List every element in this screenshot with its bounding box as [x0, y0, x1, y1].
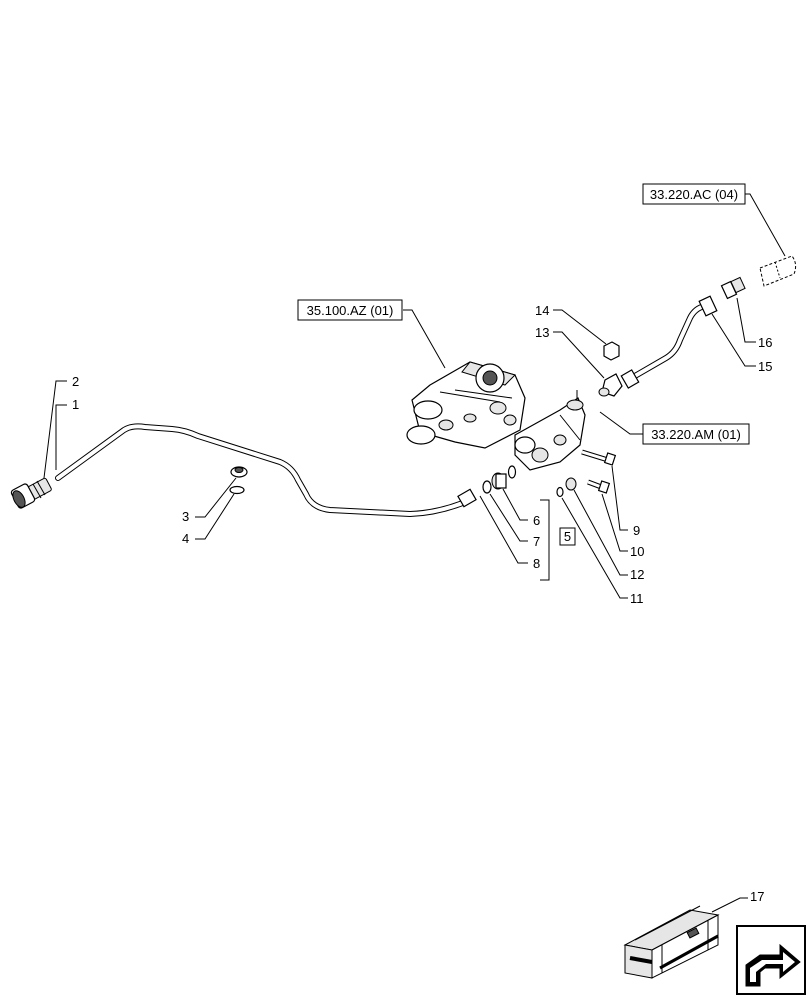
ref-box-33-220-ac[interactable]: 33.220.AC (04)	[642, 183, 746, 205]
callout-14: 14	[535, 303, 549, 318]
adapter-part-16	[720, 276, 746, 300]
seal-part-7	[482, 480, 492, 494]
callout-numbers: 2 1 3 4 6 7 8 9 10 12 11 13 14 15 16 17	[72, 303, 772, 904]
kit-box-icon	[623, 905, 720, 979]
small-pipe	[620, 303, 708, 389]
quick-coupler	[10, 477, 52, 509]
nut-part-3	[230, 466, 248, 478]
callout-4: 4	[182, 531, 189, 546]
callout-16: 16	[758, 335, 772, 350]
plug-part-12	[565, 477, 577, 491]
oring-part-11	[556, 486, 564, 498]
valve-section	[514, 390, 586, 471]
next-page-arrow-icon[interactable]	[736, 925, 806, 995]
callout-7: 7	[533, 534, 540, 549]
leader-lines	[43, 193, 786, 913]
callout-13: 13	[535, 325, 549, 340]
callout-8: 8	[533, 556, 540, 571]
callout-1: 1	[72, 397, 79, 412]
control-valve-block	[406, 361, 526, 449]
callout-5-box: 5	[559, 527, 576, 546]
callout-12: 12	[630, 567, 644, 582]
callout-2: 2	[72, 374, 79, 389]
elbow-fitting-part-13	[598, 373, 623, 397]
ref-33-220-am-text: 33.220.AM (01)	[651, 427, 741, 442]
ref-box-33-220-am[interactable]: 33.220.AM (01)	[642, 423, 750, 445]
screw-part-10	[587, 479, 611, 494]
hydraulic-pipe	[55, 423, 473, 518]
callout-3: 3	[182, 509, 189, 524]
ref-35-100-az-text: 35.100.AZ (01)	[307, 303, 394, 318]
oring-part-4	[229, 485, 245, 495]
callout-10: 10	[630, 544, 644, 559]
callout-9: 9	[633, 523, 640, 538]
ref-box-35-100-az[interactable]: 35.100.AZ (01)	[297, 299, 403, 321]
screw-part-9	[581, 449, 617, 466]
callout-5: 5	[564, 529, 571, 544]
callout-11: 11	[630, 591, 644, 606]
adapter-part-6	[491, 472, 507, 490]
callout-17: 17	[750, 889, 764, 904]
nut-part-15	[698, 295, 718, 317]
pipe-end-fitting	[457, 488, 477, 508]
ref-33-220-ac-text: 33.220.AC (04)	[650, 187, 738, 202]
callout-15: 15	[758, 359, 772, 374]
dashed-coupler	[759, 255, 797, 287]
nut-part-14	[603, 341, 620, 361]
oring-part-8	[507, 465, 517, 479]
callout-6: 6	[533, 513, 540, 528]
